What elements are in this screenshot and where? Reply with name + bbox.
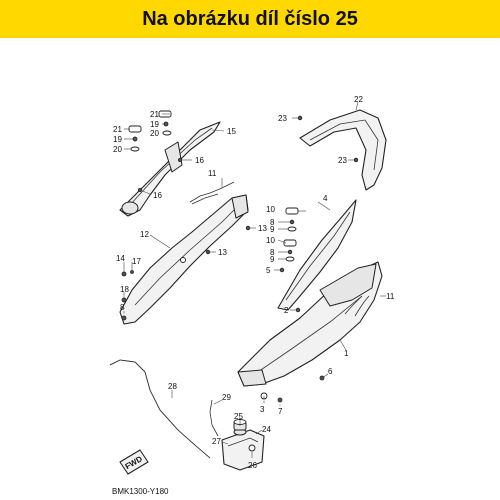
- callout-15: 15: [227, 127, 236, 136]
- callout-26: 26: [248, 461, 257, 470]
- callout-18: 18: [120, 285, 129, 294]
- callout-29: 29: [222, 393, 231, 402]
- callout-23b: 23: [338, 156, 347, 165]
- callout-10b: 10: [266, 236, 275, 245]
- callout-20b: 20: [113, 145, 122, 154]
- callout-21b: 21: [113, 125, 122, 134]
- callout-9a: 9: [270, 225, 275, 234]
- callout-12: 12: [140, 230, 149, 239]
- callout-2: 2: [284, 306, 289, 315]
- callout-10a: 10: [266, 205, 275, 214]
- side-panel-part-4: [277, 199, 357, 311]
- callout-21a: 21: [150, 110, 159, 119]
- diagram-code: BMK1300-Y180: [112, 487, 169, 496]
- callout-6: 6: [328, 367, 333, 376]
- callout-11a: 11: [208, 169, 217, 178]
- rear-carrier-part-22: [299, 109, 387, 191]
- side-cover-part-12: [119, 194, 249, 325]
- callout-9b: 9: [270, 255, 275, 264]
- decal-part-11-upper: [189, 181, 235, 205]
- callout-16a: 16: [195, 156, 204, 165]
- callout-3: 3: [260, 405, 265, 414]
- callout-19a: 19: [150, 120, 159, 129]
- decal-part-11-lower: [354, 295, 370, 317]
- callout-16b: 16: [153, 191, 162, 200]
- callout-11b: 11: [386, 292, 395, 301]
- header-banner: Na obrázku díl číslo 25: [0, 0, 500, 38]
- hose-part-29: [209, 399, 219, 437]
- callout-27: 27: [212, 437, 221, 446]
- callout-17: 17: [132, 257, 141, 266]
- callout-1: 1: [344, 349, 349, 358]
- callout-23a: 23: [278, 114, 287, 123]
- grab-rail-part-15: [119, 121, 221, 217]
- callout-14: 14: [116, 254, 125, 263]
- callout-8b: 8: [270, 218, 275, 227]
- callout-28: 28: [168, 382, 177, 391]
- header-title: Na obrázku díl číslo 25: [142, 7, 358, 30]
- callout-22: 22: [354, 95, 363, 104]
- fwd-arrow: FWD: [119, 449, 149, 475]
- callout-25: 25: [234, 412, 243, 421]
- callout-5: 5: [266, 266, 271, 275]
- callout-7: 7: [278, 407, 283, 416]
- callout-13b: 13: [218, 248, 227, 257]
- callout-19b: 19: [113, 135, 122, 144]
- hose-part-28: [109, 359, 211, 459]
- callout-20a: 20: [150, 129, 159, 138]
- callout-24: 24: [262, 425, 271, 434]
- callout-4: 4: [323, 194, 328, 203]
- leader-lines: [123, 101, 386, 458]
- main-side-cover-part-1: [237, 261, 383, 387]
- callouts: 21 19 20 21 19 20 15 16 16 11 13 12 13 1…: [113, 95, 395, 470]
- callout-13a: 13: [258, 224, 267, 233]
- reservoir-part-24: [221, 428, 265, 471]
- callout-8c: 8: [270, 248, 275, 257]
- callout-8a: 8: [120, 303, 125, 312]
